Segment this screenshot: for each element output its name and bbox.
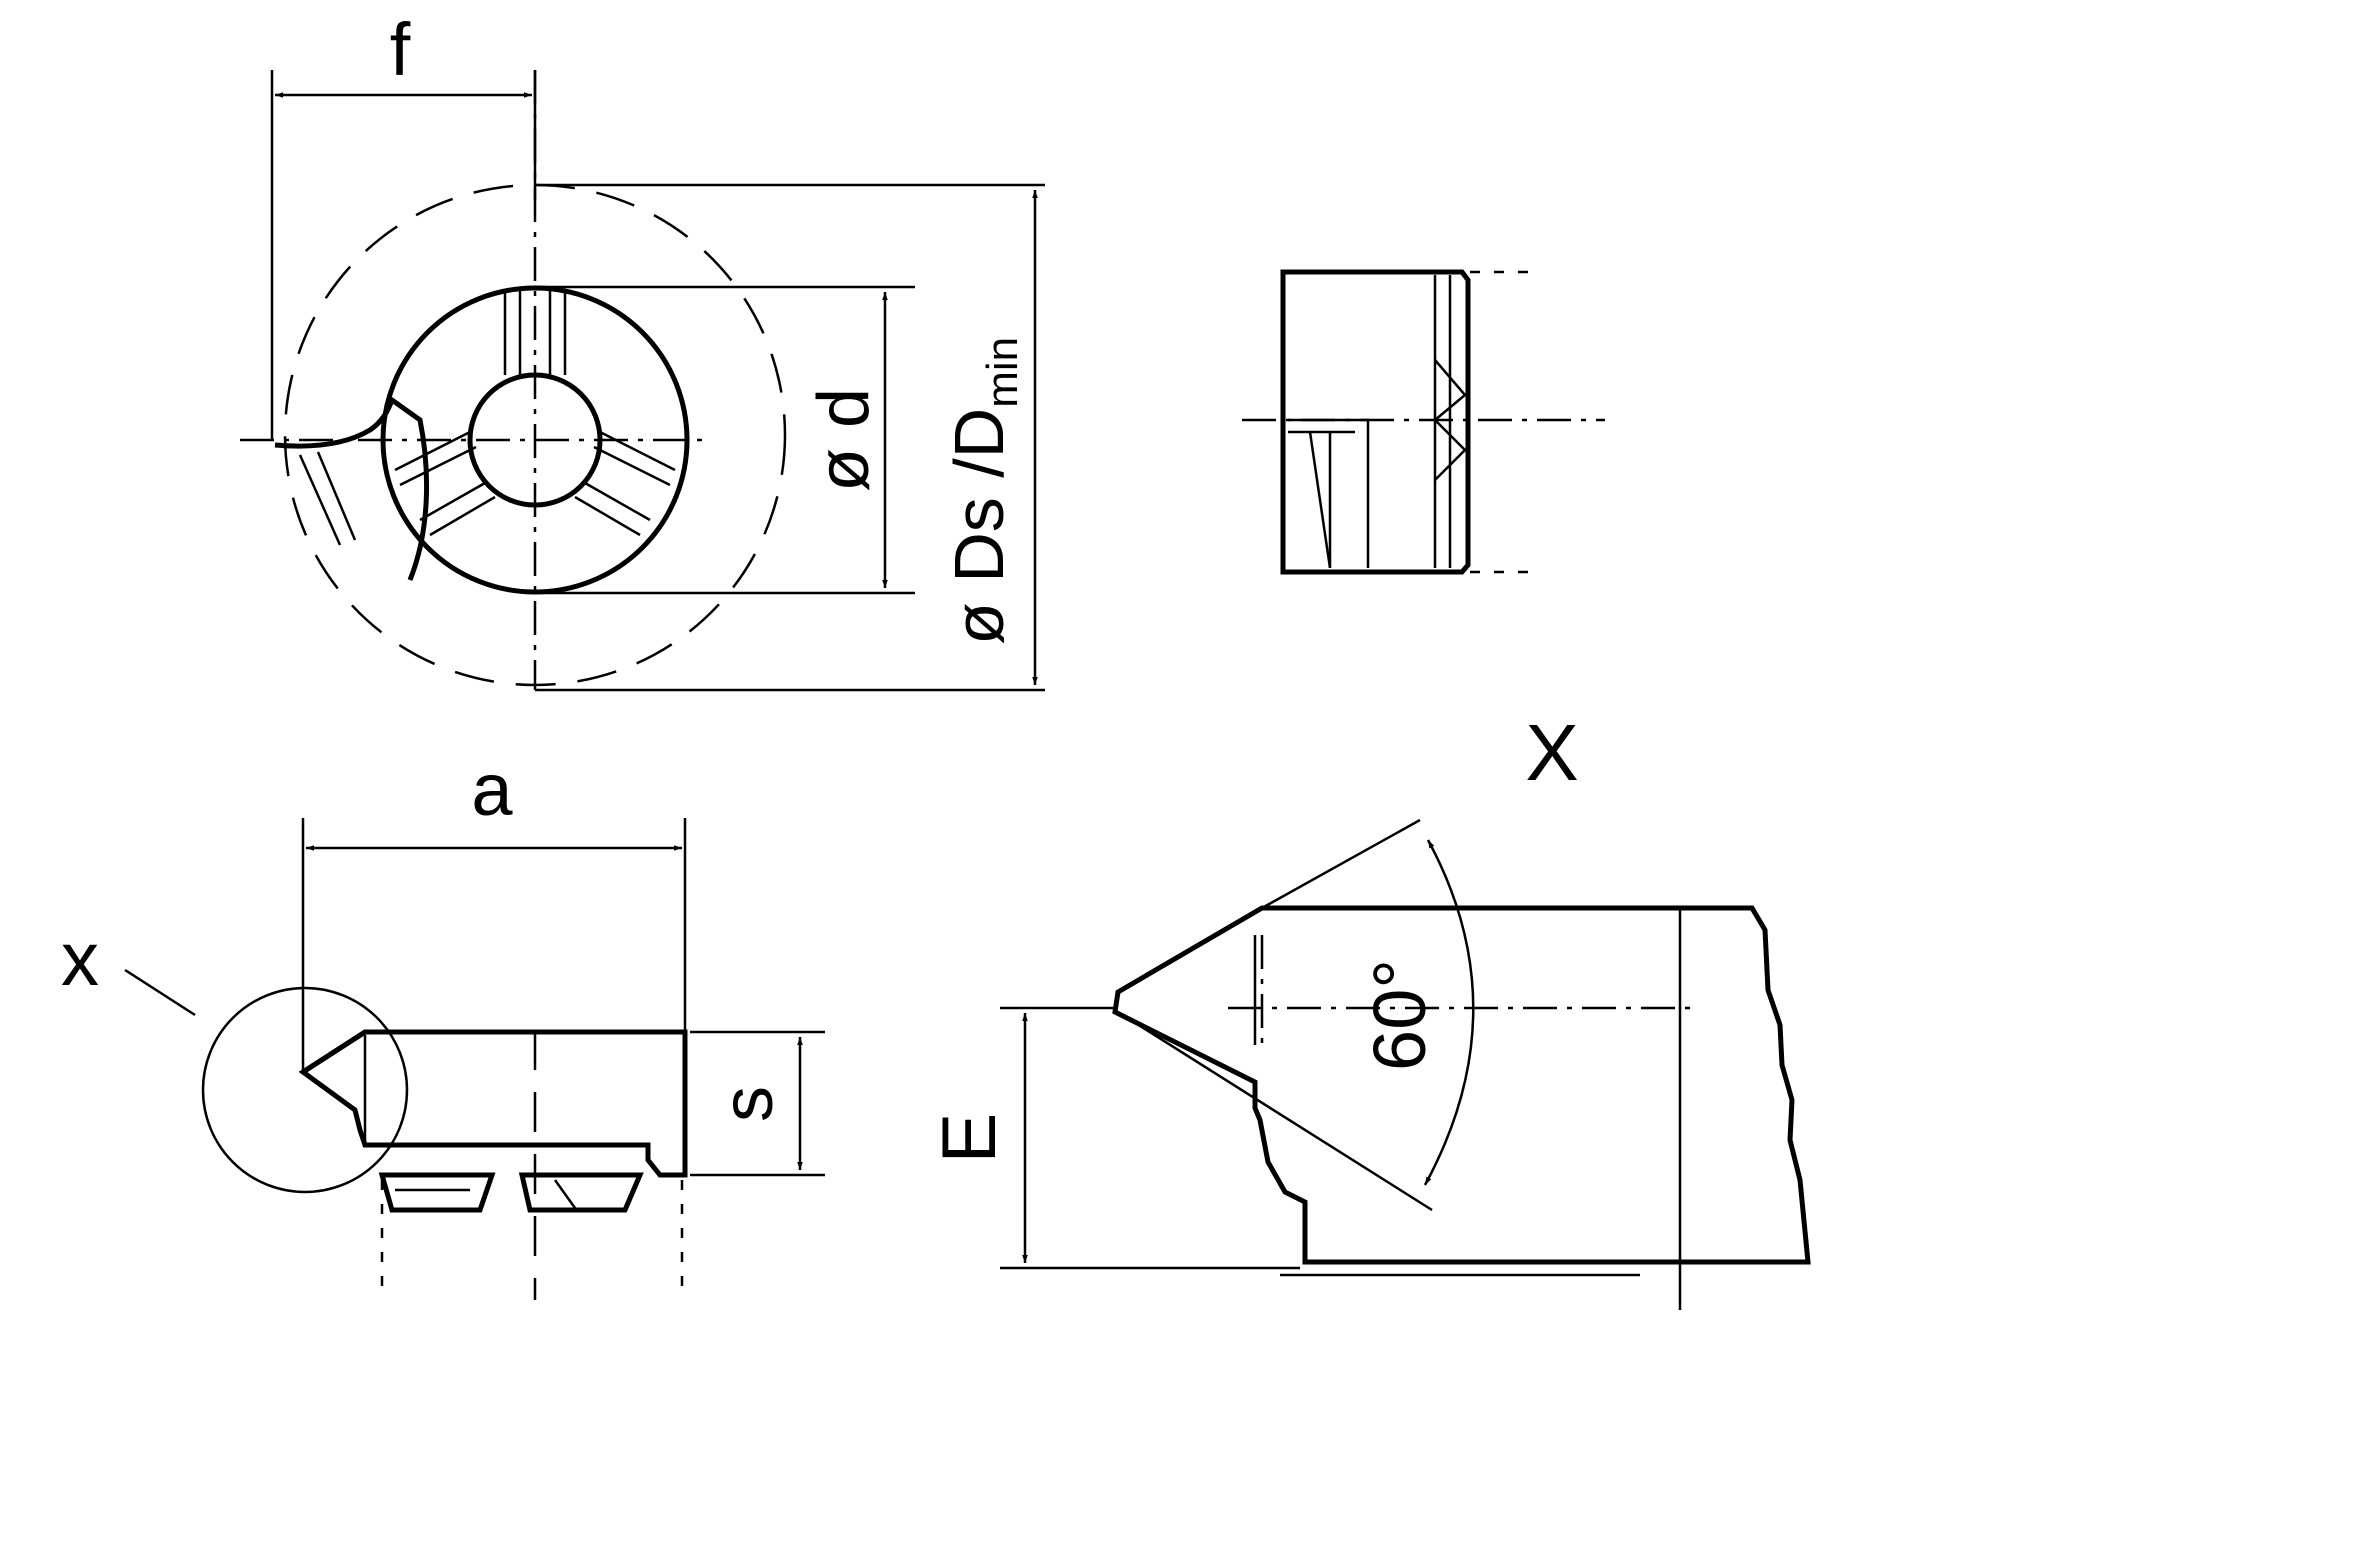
dim-s: s bbox=[690, 1030, 825, 1177]
angle-arc bbox=[1423, 839, 1475, 1186]
top-view: x bbox=[61, 917, 688, 1300]
label-e: E bbox=[927, 1113, 1012, 1164]
label-x-small: x bbox=[61, 917, 99, 1002]
top-body bbox=[298, 1029, 688, 1178]
label-f: f bbox=[390, 8, 411, 91]
detail-body bbox=[1112, 905, 1811, 1265]
side-view bbox=[1242, 269, 1605, 575]
label-s: s bbox=[708, 1086, 788, 1122]
detail-view: 60° X bbox=[1112, 708, 1811, 1310]
label-ds-subscript: min bbox=[978, 337, 1027, 408]
dim-ds: ø Ds /Dmin bbox=[535, 183, 1045, 692]
detail-x-circle bbox=[201, 986, 409, 1194]
dim-a: a bbox=[301, 748, 687, 1070]
label-angle: 60° bbox=[1358, 959, 1441, 1071]
dim-f: f bbox=[270, 8, 537, 440]
dim-d: ø d bbox=[535, 285, 915, 595]
cutting-tooth bbox=[274, 396, 430, 581]
front-view bbox=[240, 70, 787, 690]
label-d: ø d bbox=[804, 388, 884, 492]
side-body bbox=[1280, 269, 1471, 575]
label-ds: ø Ds /Dmin bbox=[940, 337, 1027, 645]
dim-e: E bbox=[927, 1006, 1300, 1270]
label-a: a bbox=[471, 748, 513, 831]
label-x-big: X bbox=[1525, 708, 1578, 797]
